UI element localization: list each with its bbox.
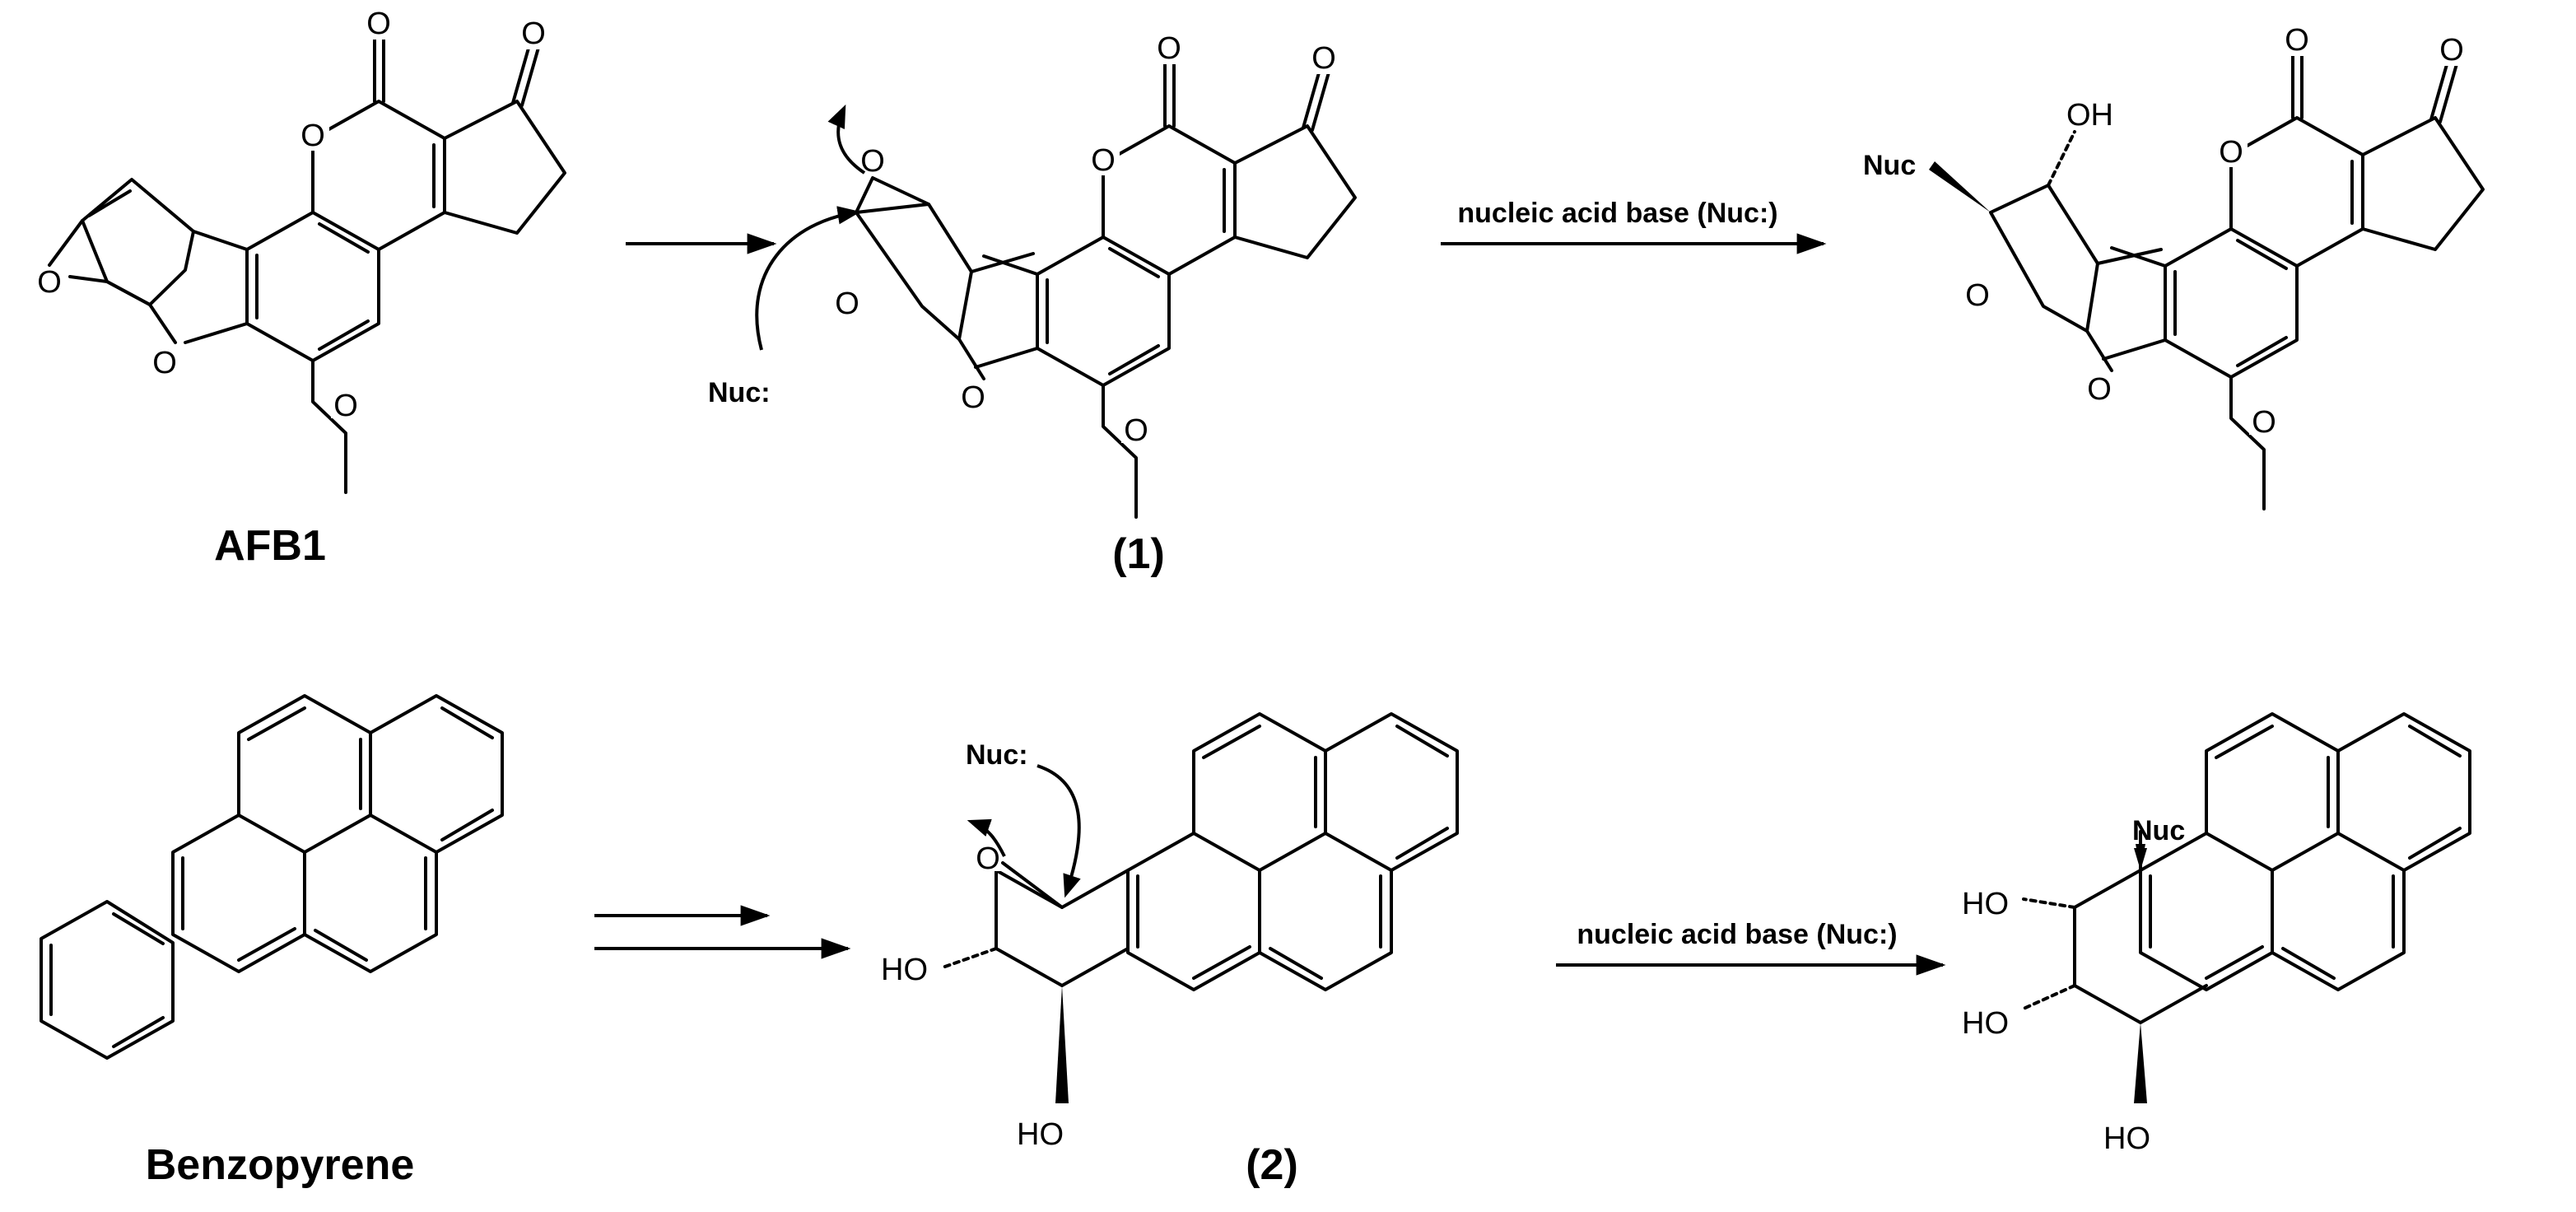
hydroxyl-product-2b: HO [1962,1006,2009,1041]
hydroxyl-product-1: OH [2066,98,2113,133]
label-intermediate-2: (2) [1246,1141,1298,1189]
hydroxyl-product-2c: HO [2103,1121,2150,1156]
epoxide-intermediate-1: O O O Nuc: [708,30,1357,519]
diol-epoxide-intermediate-2: O HO HO Nuc: [881,712,1459,1152]
afb1-adduct-product: O O Nuc OH [1863,21,2485,510]
hydroxyl-2b: HO [1017,1117,1064,1152]
epoxide-oxygen-2: O [976,841,1000,876]
hydroxyl-product-2a: HO [1962,887,2009,921]
reagent-bottom: nucleic acid base (Nuc:) [1577,919,1897,950]
furan-oxygen: O [961,380,985,415]
epoxide-oxygen: O [860,144,885,179]
reagent-top: nucleic acid base (Nuc:) [1457,198,1777,229]
hydroxyl-2a: HO [881,953,928,987]
nucleophile-label-1: Nuc: [708,377,771,408]
nucleophile-product-1: Nuc [1863,150,1916,181]
furan-oxygen-b: O [152,346,177,380]
nucleophile-label-2: Nuc: [966,739,1028,771]
furan-oxygen-product: O [1965,278,1990,313]
label-intermediate-1: (1) [1112,530,1165,578]
nucleophile-product-2: Nuc [2132,815,2185,846]
benzopyrene-structure [40,694,504,1060]
label-afb1: AFB1 [214,522,326,570]
label-benzopyrene: Benzopyrene [146,1141,415,1189]
furan-oxygen-product-2: O [2087,372,2112,407]
epoxide-ring-oxygen: O [835,287,859,321]
benzopyrene-adduct-product: Nuc HO HO HO [1962,712,2471,1156]
afb1-structure: O O [33,5,566,494]
furan-oxygen-a: O [37,265,62,300]
